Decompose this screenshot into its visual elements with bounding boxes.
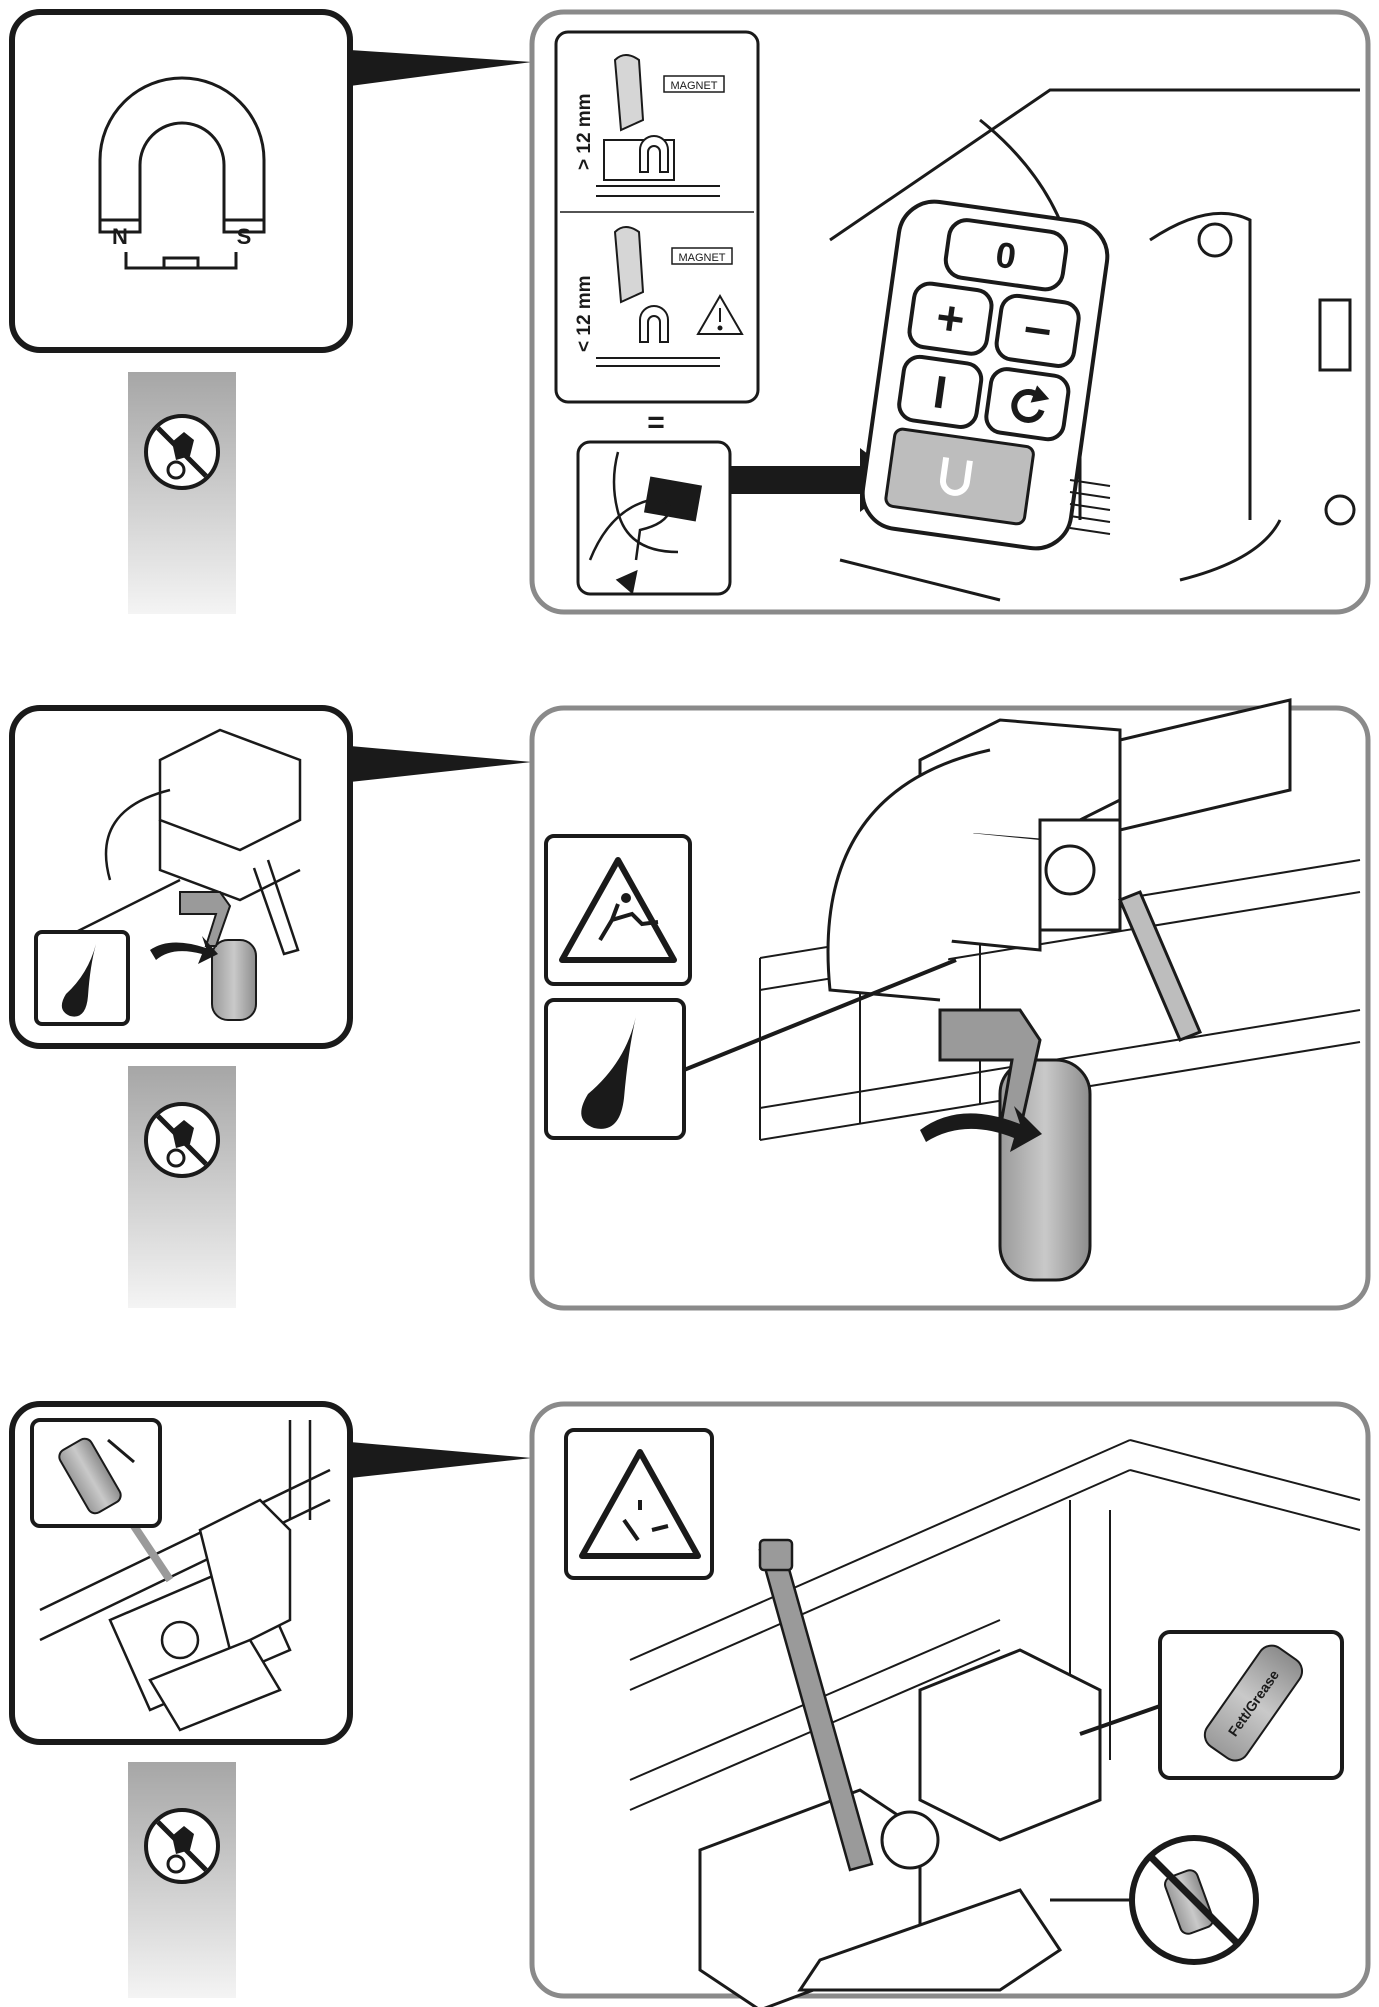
liquid-drop-icon [581, 1016, 636, 1129]
press-arrow [730, 448, 902, 512]
keypad-button-1[interactable] [897, 354, 984, 429]
magnet-tag-top-label: MAGNET [670, 80, 717, 92]
reset-arrow-icon [1011, 389, 1045, 423]
magnet-icon [98, 76, 266, 270]
magnet-sensor-pad [884, 427, 1035, 526]
distance-less-label: < 12 mm [574, 275, 595, 352]
drive-unit-illustration [826, 698, 1292, 1042]
no-hand-contact-icon [144, 414, 220, 490]
rotate-arrow-icon [920, 1106, 1042, 1152]
magnet-tag-bottom [671, 247, 733, 265]
step2-main-frame [529, 705, 1371, 1311]
magnet-tag-bottom-label: MAGNET [678, 252, 725, 264]
no-hand-contact-icon [144, 1102, 220, 1178]
step-3: Fett/Grease [9, 1401, 1371, 2007]
magnet-pole-north: N [112, 224, 128, 249]
magnet-pole-south: S [237, 224, 252, 249]
keypad-button-reset[interactable] [984, 367, 1071, 442]
drive-unit-illustration [698, 1648, 1102, 2007]
no-spray-on-device-icon [1129, 1835, 1259, 1965]
step3-callout-pointer [350, 1442, 532, 1478]
liquid-drop-icon [61, 944, 96, 1017]
keypad-button-0[interactable] [943, 218, 1069, 292]
sensor-magnet-icon [940, 456, 973, 496]
step1-side-strip [128, 372, 236, 614]
step-2 [9, 698, 1371, 1311]
keypad-button-plus[interactable] [907, 281, 994, 356]
slip-hazard-warning-icon [559, 857, 677, 963]
step-1: N S > 12 mm < 12 mm MAGNET [9, 9, 1371, 615]
magnet-distance-card [554, 30, 760, 404]
press-button-card [576, 440, 732, 596]
step2-callout-pointer [350, 746, 532, 782]
keypad-button-minus[interactable] [994, 293, 1081, 368]
magnet-tag-top [663, 75, 725, 93]
grease-can [1203, 1644, 1304, 1762]
step1-callout-pointer [350, 50, 532, 86]
distance-greater-label: > 12 mm [574, 93, 595, 170]
step1-detail-box [9, 9, 353, 353]
equals-sign: = [647, 406, 665, 439]
no-hand-contact-icon [144, 1808, 220, 1884]
keypad: 0 + − I [884, 218, 1081, 526]
